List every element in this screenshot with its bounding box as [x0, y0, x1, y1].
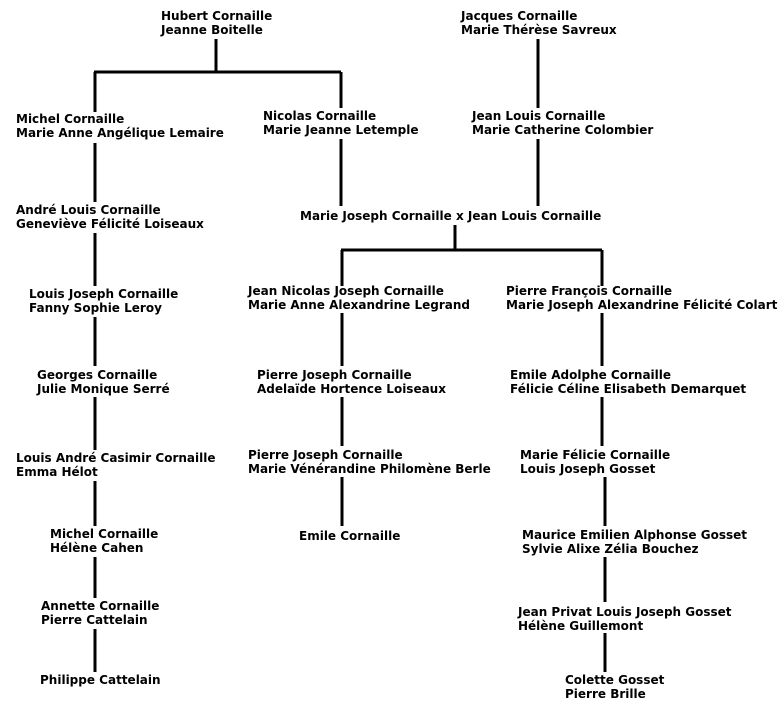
spouse-name: Louis Joseph Gosset	[520, 462, 656, 476]
couple-jean-louis-marie-catherine: Jean Louis Cornaille Marie Catherine Col…	[472, 109, 653, 137]
spouse-name: Julie Monique Serré	[37, 382, 170, 396]
couple-colette-pierre: Colette Gosset Pierre Brille	[565, 673, 664, 701]
couple-hubert-jeanne: Hubert Cornaille Jeanne Boitelle	[161, 9, 272, 37]
spouse-name: Marie Vénérandine Philomène Berle	[248, 462, 491, 476]
person-name: Pierre Joseph Cornaille	[248, 448, 403, 462]
spouse-name: Pierre Brille	[565, 687, 646, 701]
spouse-name: Marie Joseph Alexandrine Félicité Colart	[506, 298, 778, 312]
marriage-label: Marie Joseph Cornaille x Jean Louis Corn…	[300, 209, 602, 223]
person-name: Nicolas Cornaille	[263, 109, 377, 123]
person-name: Jean Louis Cornaille	[472, 109, 606, 123]
spouse-name: Jeanne Boitelle	[161, 23, 263, 37]
person-name: Emile Adolphe Cornaille	[510, 368, 672, 382]
person-name: Philippe Cattelain	[40, 673, 161, 687]
couple-michel-helene: Michel Cornaille Hélène Cahen	[50, 527, 158, 555]
spouse-name: Hélène Cahen	[50, 541, 144, 555]
person-name: Pierre Joseph Cornaille	[257, 368, 412, 382]
couple-nicolas-marie-jeanne: Nicolas Cornaille Marie Jeanne Letemple	[263, 109, 419, 137]
person-name: Louis Joseph Cornaille	[29, 287, 179, 301]
couple-louis-joseph-fanny: Louis Joseph Cornaille Fanny Sophie Lero…	[29, 287, 178, 315]
person-name: Emile Cornaille	[299, 529, 401, 543]
couple-pierre-joseph-adelaide: Pierre Joseph Cornaille Adelaïde Hortenc…	[257, 368, 446, 396]
person-philippe: Philippe Cattelain	[40, 673, 161, 687]
person-name: Hubert Cornaille	[161, 9, 273, 23]
couple-pierre-francois-marie-joseph: Pierre François Cornaille Marie Joseph A…	[506, 284, 777, 312]
couple-emile-adolphe-felicie: Emile Adolphe Cornaille Félicie Céline E…	[510, 368, 746, 396]
person-name: Colette Gosset	[565, 673, 665, 687]
couple-louis-andre-emma: Louis André Casimir Cornaille Emma Hélot	[16, 451, 215, 479]
couple-michel-marie-anne: Michel Cornaille Marie Anne Angélique Le…	[16, 112, 224, 140]
person-name: Michel Cornaille	[16, 112, 125, 126]
spouse-name: Emma Hélot	[16, 465, 98, 479]
person-name: André Louis Cornaille	[16, 203, 161, 217]
couple-annette-pierre: Annette Cornaille Pierre Cattelain	[41, 599, 159, 627]
spouse-name: Geneviève Félicité Loiseaux	[16, 217, 204, 231]
couple-marie-joseph-jean-louis: Marie Joseph Cornaille x Jean Louis Corn…	[300, 209, 601, 223]
couple-marie-felicie-louis-joseph: Marie Félicie Cornaille Louis Joseph Gos…	[520, 448, 670, 476]
couple-jean-nicolas-marie-anne: Jean Nicolas Joseph Cornaille Marie Anne…	[248, 284, 470, 312]
person-name: Annette Cornaille	[41, 599, 160, 613]
spouse-name: Marie Jeanne Letemple	[263, 123, 419, 137]
spouse-name: Fanny Sophie Leroy	[29, 301, 162, 315]
person-name: Pierre François Cornaille	[506, 284, 673, 298]
spouse-name: Hélène Guillemont	[518, 619, 644, 633]
person-name: Louis André Casimir Cornaille	[16, 451, 216, 465]
person-emile: Emile Cornaille	[299, 529, 400, 543]
spouse-name: Marie Catherine Colombier	[472, 123, 654, 137]
couple-jean-privat-helene: Jean Privat Louis Joseph Gosset Hélène G…	[518, 605, 732, 633]
spouse-name: Marie Anne Alexandrine Legrand	[248, 298, 470, 312]
couple-jacques-marie: Jacques Cornaille Marie Thérèse Savreux	[461, 9, 617, 37]
person-name: Jacques Cornaille	[461, 9, 578, 23]
person-name: Michel Cornaille	[50, 527, 159, 541]
couple-andre-genevieve: André Louis Cornaille Geneviève Félicité…	[16, 203, 204, 231]
spouse-name: Pierre Cattelain	[41, 613, 148, 627]
person-name: Maurice Emilien Alphonse Gosset	[522, 528, 747, 542]
spouse-name: Marie Anne Angélique Lemaire	[16, 126, 224, 140]
couple-maurice-sylvie: Maurice Emilien Alphonse Gosset Sylvie A…	[522, 528, 747, 556]
spouse-name: Adelaïde Hortence Loiseaux	[257, 382, 446, 396]
couple-pierre-joseph-marie-venerandine: Pierre Joseph Cornaille Marie Vénérandin…	[248, 448, 491, 476]
spouse-name: Sylvie Alixe Zélia Bouchez	[522, 542, 699, 556]
couple-georges-julie: Georges Cornaille Julie Monique Serré	[37, 368, 170, 396]
spouse-name: Marie Thérèse Savreux	[461, 23, 617, 37]
person-name: Georges Cornaille	[37, 368, 158, 382]
person-name: Marie Félicie Cornaille	[520, 448, 671, 462]
person-name: Jean Nicolas Joseph Cornaille	[248, 284, 444, 298]
person-name: Jean Privat Louis Joseph Gosset	[518, 605, 732, 619]
spouse-name: Félicie Céline Elisabeth Demarquet	[510, 382, 747, 396]
